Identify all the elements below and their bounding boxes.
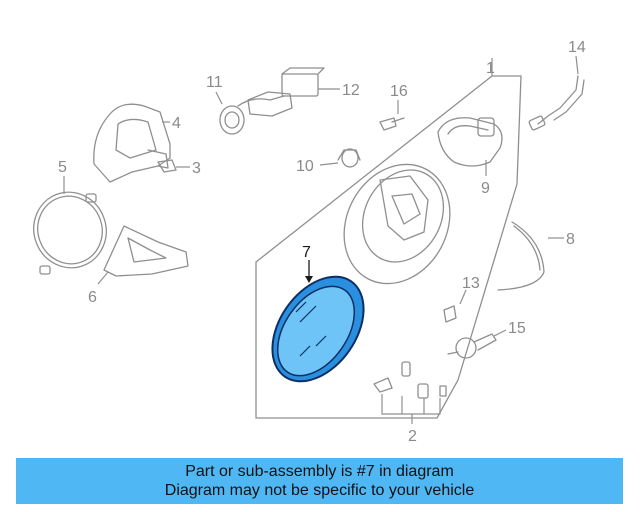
screw-part-16: 16: [379, 83, 408, 131]
connector-part-11: 11: [206, 74, 285, 135]
socket-assembly-part-9: 9: [437, 117, 503, 197]
clips-part-2: 2: [373, 361, 447, 445]
svg-text:2: 2: [408, 428, 417, 445]
housing-part-4: 4: [93, 103, 181, 183]
svg-text:9: 9: [481, 180, 490, 197]
socket-part-15: 15: [447, 320, 526, 359]
parts-diagram: 1 7 9 11 12: [33, 39, 586, 445]
trim-strip-part-8: 8: [497, 221, 575, 291]
banner-line-part: Part or sub-assembly is #7 in diagram: [185, 463, 454, 480]
svg-text:15: 15: [508, 320, 526, 337]
bracket-part-6: 6: [88, 225, 189, 306]
bulb-part-10: 10: [296, 148, 361, 175]
bulb-part-13: 13: [443, 275, 480, 323]
svg-text:10: 10: [296, 158, 314, 175]
svg-text:8: 8: [566, 231, 575, 248]
svg-text:3: 3: [192, 160, 201, 177]
headlamp-housing-outline: [255, 75, 522, 419]
harness-part-14: 14: [528, 39, 586, 131]
part-info-banner: Part or sub-assembly is #7 in diagram Di…: [16, 458, 623, 504]
callout-1: 1: [486, 58, 495, 77]
fastener-part-3: 3: [157, 159, 201, 177]
svg-text:7: 7: [302, 244, 311, 261]
svg-text:6: 6: [88, 289, 97, 306]
svg-text:14: 14: [568, 39, 586, 56]
svg-text:5: 5: [58, 159, 67, 176]
svg-text:12: 12: [342, 82, 360, 99]
control-module-part-12: 12: [247, 67, 360, 117]
lens-part-7: [271, 275, 365, 383]
callout-7: 7: [302, 244, 313, 283]
banner-line-disclaimer: Diagram may not be specific to your vehi…: [164, 482, 475, 499]
svg-text:16: 16: [390, 83, 408, 100]
svg-text:4: 4: [172, 115, 181, 132]
svg-text:13: 13: [462, 275, 480, 292]
svg-text:11: 11: [206, 74, 223, 91]
ring-part-5: 5: [33, 159, 107, 275]
reflector-bowl: [343, 163, 451, 285]
svg-text:1: 1: [486, 60, 495, 77]
